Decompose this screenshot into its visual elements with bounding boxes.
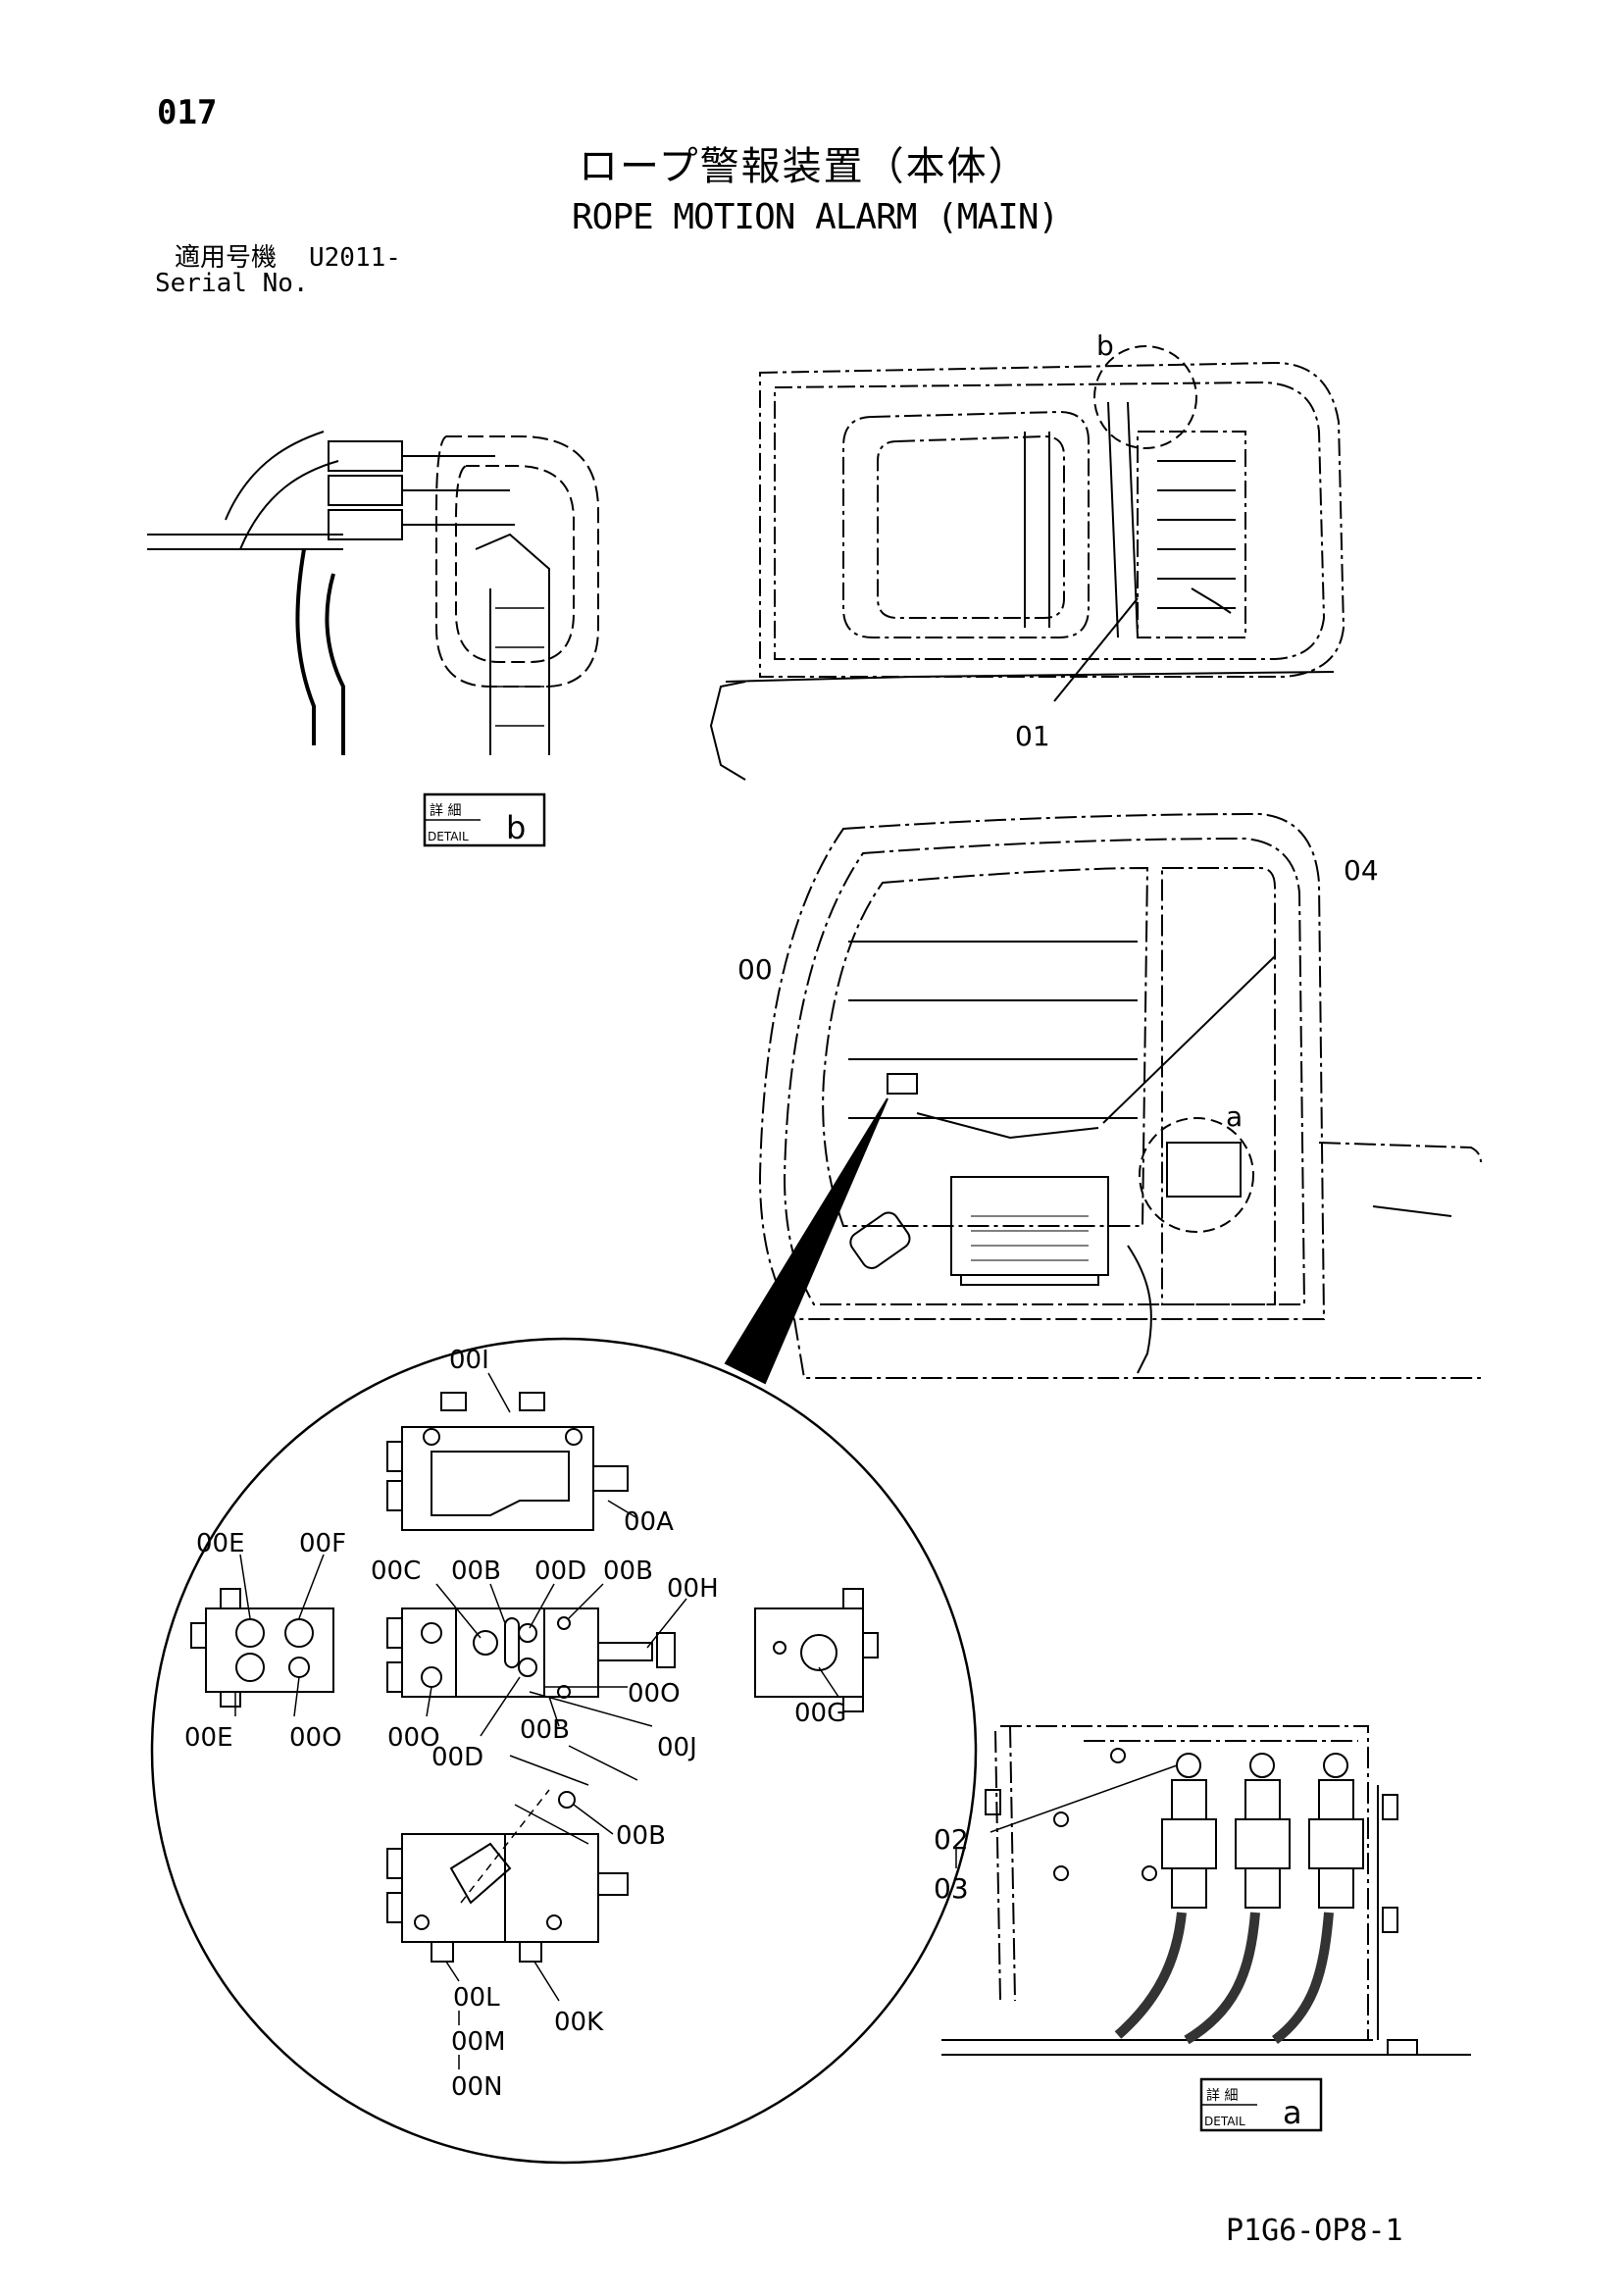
callout-00B-1: 00B (451, 1556, 501, 1586)
callout-leaders (234, 1372, 839, 2069)
valve-bottom-view (386, 1745, 638, 1963)
detail-a-en: DETAIL (1204, 2115, 1245, 2128)
callout-00L: 00L (453, 1983, 500, 2013)
page-number: 017 (157, 93, 218, 132)
callout-02: 02 (934, 1823, 969, 1856)
callout-00: 00 (737, 953, 773, 986)
detail-leader-wedge (724, 1097, 888, 1385)
applicable-serial-value: U2011- (309, 243, 401, 273)
callout-00K: 00K (554, 2008, 604, 2037)
detail-b-jp: 詳 細 (430, 803, 461, 819)
detail-a-letter: a (1283, 2094, 1302, 2131)
title-english: ROPE MOTION ALARM (MAIN) (572, 197, 1059, 237)
title-japanese: ロープ警報装置（本体） (579, 144, 1030, 189)
detail-b-en: DETAIL (428, 830, 469, 843)
valve-end-view-right (754, 1588, 879, 1712)
callout-00O-2: 00O (387, 1723, 440, 1753)
callout-00G: 00G (794, 1699, 846, 1728)
callout-00B-3: 00B (520, 1715, 570, 1745)
callout-00E-bottom: 00E (184, 1723, 233, 1753)
valve-end-view-left (190, 1588, 334, 1708)
pressure-switch-1 (1114, 1753, 1217, 2039)
callout-00E-top: 00E (196, 1529, 245, 1558)
callout-00H: 00H (667, 1574, 719, 1604)
callout-00B-2: 00B (603, 1556, 653, 1586)
callout-a: a (1226, 1100, 1243, 1133)
callout-00B-4: 00B (616, 1821, 666, 1851)
callout-00N: 00N (451, 2072, 503, 2102)
valve-detail-circle (150, 1337, 978, 2165)
callout-00A: 00A (624, 1507, 674, 1537)
serial-number-label: Serial No. (155, 269, 309, 298)
pressure-switch-2 (1184, 1753, 1291, 2045)
callout-00C: 00C (371, 1556, 421, 1586)
callout-00O-1: 00O (289, 1723, 342, 1753)
cab-top-view (759, 361, 1345, 678)
detail-a-jp: 詳 細 (1206, 2088, 1238, 2104)
valve-top-view (386, 1392, 629, 1531)
valve-main-view (386, 1607, 676, 1699)
pressure-switch-3 (1271, 1753, 1364, 2044)
callout-00D-top: 00D (534, 1556, 586, 1586)
cab-rear-view-solid (848, 941, 1452, 1374)
callout-00M: 00M (451, 2027, 506, 2057)
callout-00O-3: 00O (628, 1679, 681, 1709)
drawing-code: P1G6-OP8-1 (1226, 2214, 1403, 2248)
callout-00J: 00J (657, 1733, 697, 1762)
detail-b-drawing (147, 431, 599, 755)
callout-04: 04 (1344, 854, 1379, 887)
callout-b: b (1096, 330, 1114, 362)
cab-top-view-solid (709, 345, 1335, 781)
detail-b-letter: b (506, 809, 526, 846)
detail-a-drawing (941, 1725, 1471, 2056)
cab-rear-view (758, 812, 1482, 1379)
callout-00I: 00I (449, 1346, 489, 1375)
callout-00D-bottom: 00D (431, 1743, 483, 1772)
detail-a-label (1199, 2077, 1323, 2132)
callout-00F: 00F (299, 1529, 346, 1558)
applicable-machine-label: 適用号機 (175, 243, 278, 273)
callout-01: 01 (1015, 720, 1050, 752)
callout-03: 03 (934, 1872, 969, 1905)
detail-b-label (423, 792, 546, 847)
